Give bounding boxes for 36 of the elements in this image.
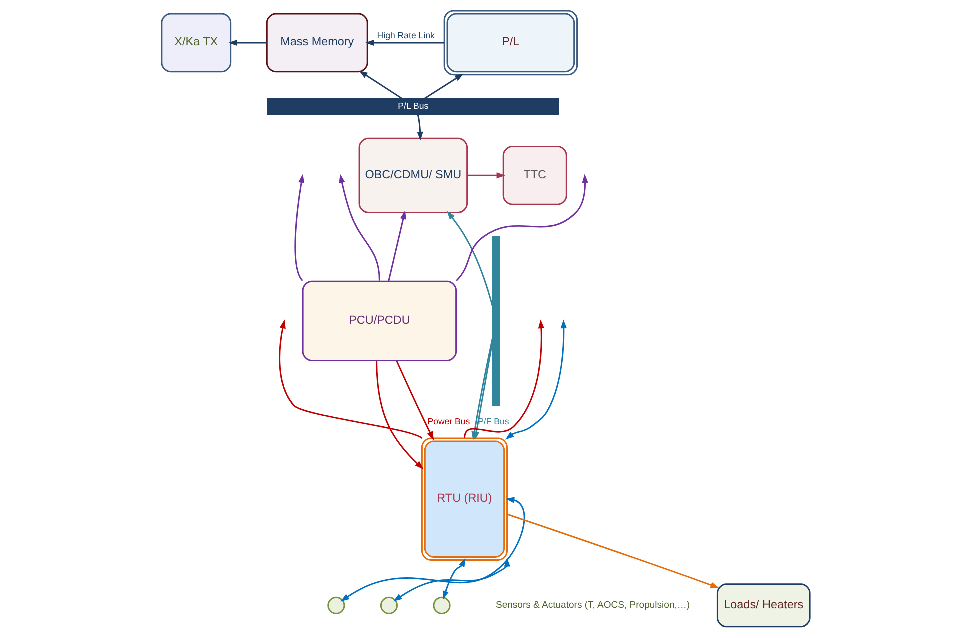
node-box: Loads/ Heaters [716,584,811,628]
arrow [396,360,434,440]
arrow [464,320,544,439]
arrow [394,558,510,602]
arrow [447,211,494,308]
node-box: RTU (RIU) [421,438,508,561]
arrow [339,174,380,281]
arrow [424,74,464,100]
arrow [388,210,406,282]
arrow [279,320,423,440]
node-box: PCU/PCDU [302,280,458,362]
node-circle [328,596,346,614]
arrow [506,320,568,440]
node-box: TTC [502,146,568,206]
arrow [442,558,466,600]
edge-label: High Rate Link [377,30,435,40]
node-bar [492,236,500,406]
arrow [340,497,526,602]
arrow [376,361,424,470]
arrow [467,172,506,179]
node-circle [433,596,451,614]
arrow [456,174,588,282]
node-box: P/L Bus [268,98,560,116]
arrow [228,40,268,46]
node-box: P/L [444,10,578,76]
arrow [417,114,424,141]
node-box: OBC/CDMU/ SMU [358,138,468,214]
arrow [507,514,720,588]
node-box: X/Ka TX [161,13,232,73]
arrow [294,174,305,282]
node-box: Mass Memory [266,13,368,73]
node-circle [380,596,398,614]
label: Sensors & Actuators (T, AOCS, Propulsion,…) [496,600,690,612]
arrow [366,40,444,46]
arrow [359,70,403,100]
edge-label: Power Bus [428,416,470,426]
